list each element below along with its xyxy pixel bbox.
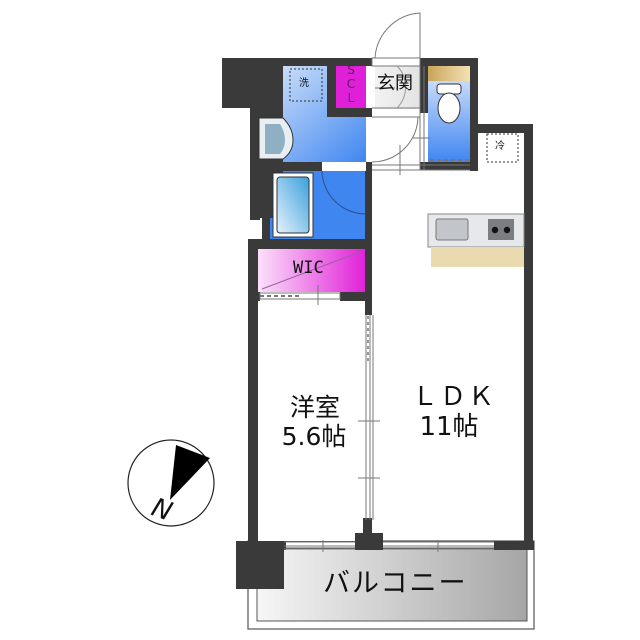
western-room-floor — [258, 301, 368, 541]
toilet-icon — [436, 83, 462, 124]
balcony-label: バルコニー — [323, 568, 468, 599]
sink-icon — [435, 218, 469, 241]
walls — [222, 58, 534, 589]
bath-door[interactable] — [321, 162, 367, 215]
bathtub-icon — [272, 172, 314, 238]
ldk-label: ＬＤＫ — [411, 382, 496, 412]
kitchen-counter — [427, 213, 525, 267]
toilet-shelf — [428, 66, 470, 81]
balcony — [247, 540, 535, 630]
stove-icon — [488, 219, 514, 240]
shoe-closet-floor — [336, 66, 366, 109]
toilet-door[interactable] — [413, 137, 470, 161]
wash-basin-icon — [258, 117, 294, 160]
ldk-floor — [372, 135, 524, 540]
western-room-label: 洋室 — [289, 393, 340, 422]
room-fills — [258, 66, 524, 541]
compass — [127, 439, 215, 527]
shoe-closet-label: SCL — [346, 63, 356, 105]
partition-sliding-door[interactable] — [358, 315, 380, 520]
fridge-space — [486, 133, 519, 163]
wic-door[interactable] — [259, 251, 361, 305]
balcony-windows[interactable] — [284, 540, 494, 552]
ldk-size: 11帖 — [419, 412, 479, 442]
fridge-label: 冷 — [495, 141, 505, 152]
wic-label: WIC — [293, 258, 324, 278]
entrance-door[interactable] — [371, 12, 470, 175]
western-room-size: 5.6帖 — [281, 422, 347, 451]
washing-machine-space — [289, 68, 323, 102]
entrance-label: 玄関 — [377, 73, 413, 94]
washroom-label: 洗 — [299, 78, 309, 89]
